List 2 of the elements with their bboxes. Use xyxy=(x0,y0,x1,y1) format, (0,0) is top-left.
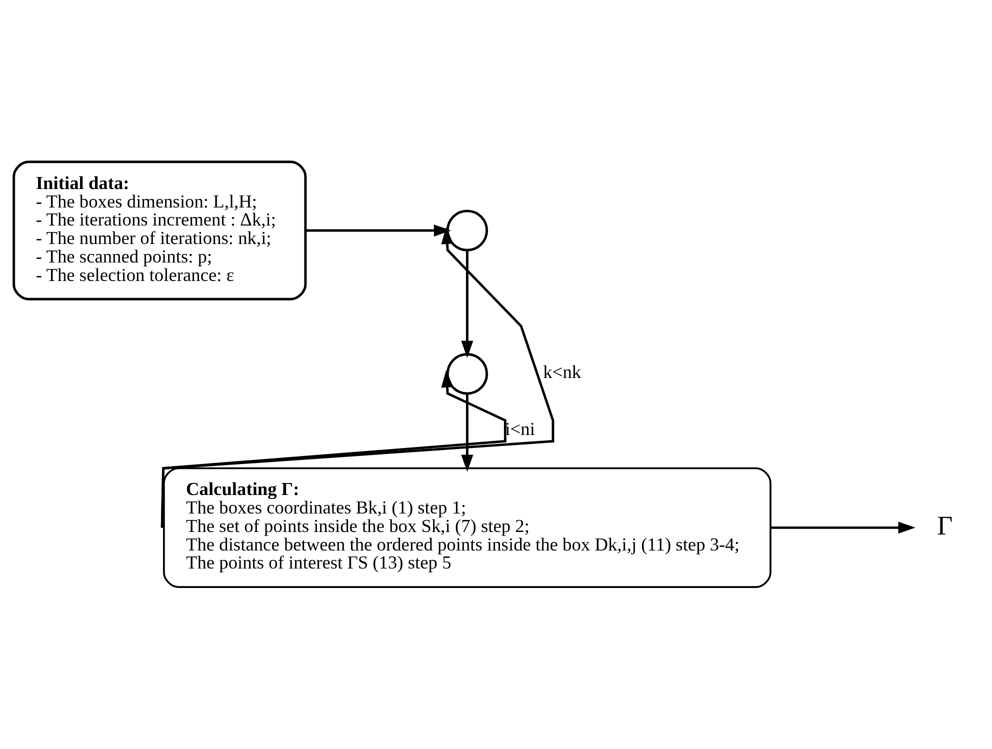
edge-label: k<nk xyxy=(543,362,582,382)
node-text: Γ xyxy=(937,510,953,541)
